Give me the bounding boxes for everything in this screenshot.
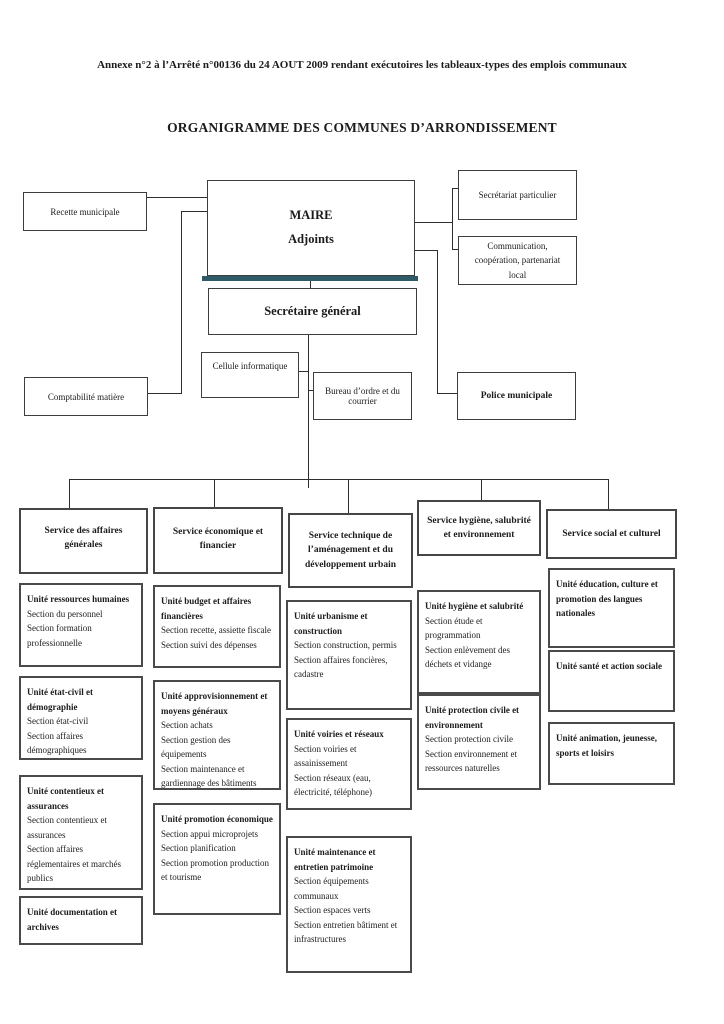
unit-section: Section appui microprojets	[161, 828, 258, 839]
unit-box: Unité urbanisme et construction Section …	[286, 600, 412, 710]
connector-line	[310, 276, 311, 288]
unit-title: Unité santé et action sociale	[556, 661, 662, 671]
box-comptabilite-matiere: Comptabilité matière	[24, 377, 148, 416]
unit-section: Section affaires réglementaires et march…	[27, 844, 121, 884]
unit-box: Unité approvisionnement et moyens généra…	[153, 680, 281, 790]
annexe-heading: Annexe n°2 à l’Arrêté n°00136 du 24 AOUT…	[97, 59, 627, 71]
service-affaires-generales: Service des affaires générales	[19, 508, 148, 574]
unit-title: Unité promotion économique	[161, 814, 273, 824]
connector-line	[308, 335, 309, 488]
unit-box: Unité voiries et réseaux Section voiries…	[286, 718, 412, 810]
unit-title: Unité hygiène et salubrité	[425, 601, 524, 611]
maire-label: MAIRE	[289, 208, 333, 223]
connector-line	[181, 211, 182, 394]
box-secretariat-particulier: Secrétariat particulier	[458, 170, 577, 220]
connector-line	[415, 222, 452, 223]
unit-section: Section enlèvement des déchets et vidang…	[425, 644, 510, 670]
connector-line	[214, 479, 215, 507]
connector-line	[452, 249, 458, 250]
unit-title: Unité éducation, culture et promotion de…	[556, 579, 658, 619]
maire-accent-bar	[202, 276, 418, 281]
unit-title: Unité documentation et archives	[27, 907, 117, 932]
unit-section: Section contentieux et assurances	[27, 815, 107, 840]
service-economique-financier: Service économique et financier	[153, 507, 283, 574]
connector-line	[308, 390, 313, 391]
unit-section: Section entretien bâtiment et infrastruc…	[294, 919, 398, 945]
box-cellule-informatique: Cellule informatique	[201, 352, 299, 398]
box-communication: Communication, coopération, partenariat …	[458, 236, 577, 285]
unit-box: Unité santé et action sociale	[548, 650, 675, 712]
unit-section: Section formation professionnelle	[27, 623, 92, 648]
connector-line	[481, 479, 482, 500]
adjoints-label: Adjoints	[288, 232, 334, 246]
connector-line	[147, 197, 207, 198]
unit-title: Unité budget et affaires financières	[161, 596, 252, 621]
unit-box: Unité animation, jeunesse, sports et loi…	[548, 722, 675, 785]
unit-section: Section recette, assiette fiscale	[161, 625, 271, 636]
connector-line	[299, 371, 308, 372]
unit-title: Unité état-civil et démographie	[27, 687, 93, 712]
unit-box: Unité budget et affaires financières Sec…	[153, 585, 281, 668]
unit-title: Unité maintenance et entretien patrimoin…	[294, 847, 376, 872]
unit-section: Section environnement et ressources natu…	[425, 748, 517, 774]
box-recette-municipale: Recette municipale	[23, 192, 147, 231]
unit-title: Unité urbanisme et construction	[294, 611, 368, 636]
connector-rail	[69, 479, 608, 480]
connector-line	[69, 479, 70, 508]
unit-section: Section planification	[161, 843, 236, 854]
unit-section: Section achats	[161, 720, 213, 731]
unit-section: Section maintenance et gardiennage des b…	[161, 763, 257, 789]
unit-section: Section étude et programmation	[425, 615, 483, 641]
connector-line	[452, 188, 458, 189]
connector-line	[148, 393, 181, 394]
unit-box: Unité ressources humaines Section du per…	[19, 583, 143, 667]
box-secretaire-general: Secrétaire général	[208, 288, 417, 335]
box-police-municipale: Police municipale	[457, 372, 576, 420]
unit-section: Section protection civile	[425, 734, 513, 745]
unit-box: Unité protection civile et environnement…	[417, 694, 541, 790]
unit-title: Unité contentieux et assurances	[27, 786, 104, 811]
unit-section: Section réseaux (eau, électricité, télép…	[294, 772, 372, 798]
unit-section: Section état-civil	[27, 716, 89, 727]
unit-title: Unité voiries et réseaux	[294, 729, 384, 739]
unit-section: Section gestion des équipements	[161, 734, 231, 760]
unit-section: Section équipements communaux	[294, 876, 369, 901]
unit-section: Section voiries et assainissement	[294, 743, 357, 769]
unit-section: Section promotion production et tourisme	[161, 857, 269, 883]
page-title: ORGANIGRAMME DES COMMUNES D’ARRONDISSEME…	[167, 120, 557, 135]
unit-box: Unité maintenance et entretien patrimoin…	[286, 836, 412, 973]
box-maire: MAIRE Adjoints	[207, 180, 415, 276]
unit-section: Section affaires foncières, cadastre	[294, 654, 388, 680]
unit-section: Section suivi des dépenses	[161, 639, 257, 650]
service-social-culturel: Service social et culturel	[546, 509, 677, 559]
box-bureau-ordre: Bureau d’ordre et du courrier	[313, 372, 412, 420]
unit-box: Unité état-civil et démographie Section …	[19, 676, 143, 760]
unit-section: Section affaires démographiques	[27, 730, 87, 756]
service-technique-urbain: Service technique de l’aménagement et du…	[288, 513, 413, 588]
unit-box: Unité documentation et archives	[19, 896, 143, 945]
connector-line	[415, 250, 437, 251]
connector-line	[608, 479, 609, 509]
unit-box: Unité hygiène et salubrité Section étude…	[417, 590, 541, 694]
unit-box: Unité éducation, culture et promotion de…	[548, 568, 675, 648]
unit-section: Section construction, permis	[294, 640, 397, 651]
service-hygiene-environnement: Service hygiène, salubrité et environnem…	[417, 500, 541, 556]
connector-line	[437, 250, 438, 394]
connector-line	[452, 188, 453, 250]
unit-box: Unité contentieux et assurances Section …	[19, 775, 143, 890]
connector-line	[437, 393, 457, 394]
connector-line	[348, 479, 349, 513]
unit-title: Unité ressources humaines	[27, 594, 130, 604]
unit-box: Unité promotion économique Section appui…	[153, 803, 281, 915]
unit-title: Unité approvisionnement et moyens généra…	[161, 691, 268, 716]
connector-line	[181, 211, 207, 212]
unit-section: Section du personnel	[27, 608, 103, 619]
unit-section: Section espaces verts	[294, 905, 371, 916]
unit-title: Unité protection civile et environnement	[425, 705, 520, 730]
unit-title: Unité animation, jeunesse, sports et loi…	[556, 733, 657, 758]
